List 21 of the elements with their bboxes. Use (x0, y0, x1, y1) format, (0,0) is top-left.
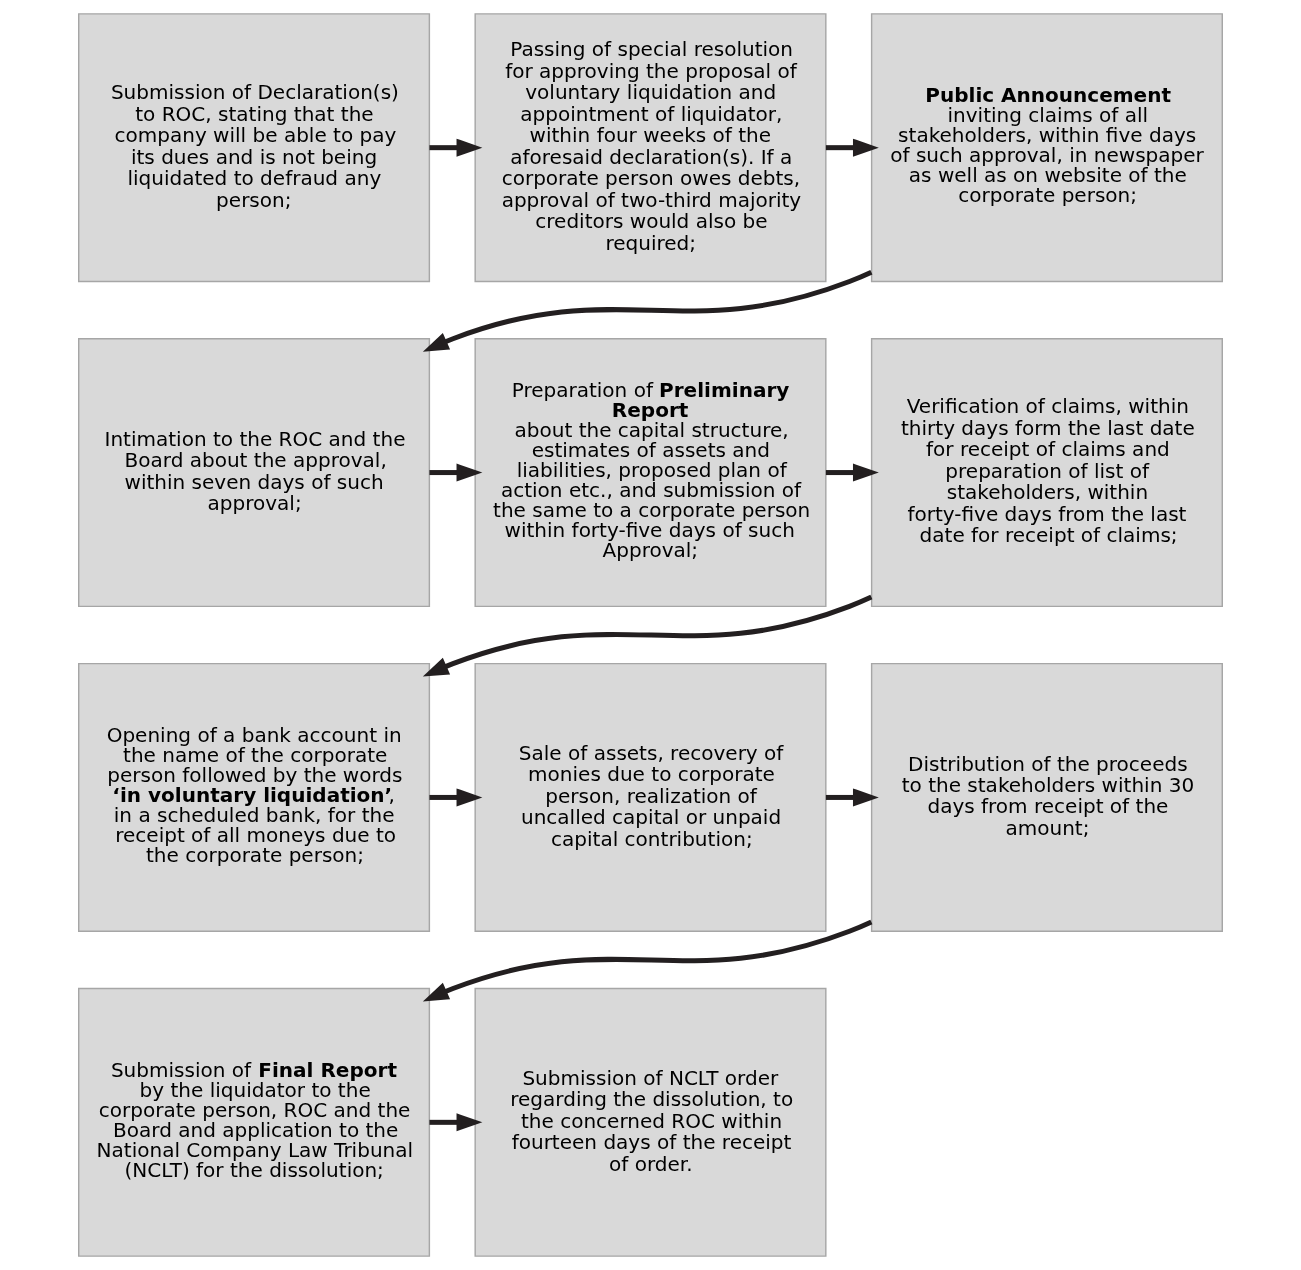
arrow (422, 269, 873, 352)
arrow (825, 463, 879, 482)
arrow (429, 138, 483, 157)
node-box: Passing of special resolution for approving the proposal of voluntary liquidation and appointment of liquidator, within four weeks of the aforesaid declaration(s). If a corporate person owes debts, approval of two-third majority creditors would also be required; (474, 13, 827, 283)
node-box: Preparation of Preliminary Report about the capital structure, estimates of assets and liabilities, proposed plan of action etc., and submission of the same to a corporate person within forty-five days of such Approval; (474, 338, 827, 608)
node-box: Verification of claims, within thirty days form the last date for receipt of claims and preparation of list of stakeholders, within forty-five days from the last date for receipt of claims; (870, 338, 1223, 608)
arrow (422, 594, 873, 677)
node-box: Opening of a bank account in the name of the corporate person followed by the words ‘in voluntary liquidation’, in a scheduled bank, for the receipt of all moneys due to the corporate person; (78, 662, 431, 932)
node-box: Submission of Final Report by the liquidator to the corporate person, ROC and the Board and application to the National Company Law Tribunal (NCLT) for the dissolution; (78, 987, 431, 1257)
node-box: Submission of Declaration(s) to ROC, stating that the company will be able to pay its dues and is not being liquidated to defraud any person; (78, 13, 431, 283)
node-box: Distribution of the proceeds to the stakeholders within 30 days from receipt of the amount; (870, 662, 1223, 932)
node-box: Submission of NCLT order regarding the dissolution, to the concerned ROC within fourteen days of the receipt of order. (474, 987, 827, 1257)
arrow (429, 788, 483, 807)
node-box: Public Announcement inviting claims of all stakeholders, within five days of such approval, in newspaper as well as on website of the corporate person; (870, 13, 1223, 283)
node-box: Intimation to the ROC and the Board about the approval, within seven days of such approval; (78, 338, 431, 608)
arrow (825, 138, 879, 157)
arrow (429, 1113, 483, 1132)
node-box: Sale of assets, recovery of monies due to corporate person, realization of uncalled capital or unpaid capital contribution; (474, 662, 827, 932)
arrow (429, 463, 483, 482)
arrow (825, 788, 879, 807)
arrow (422, 919, 873, 1002)
